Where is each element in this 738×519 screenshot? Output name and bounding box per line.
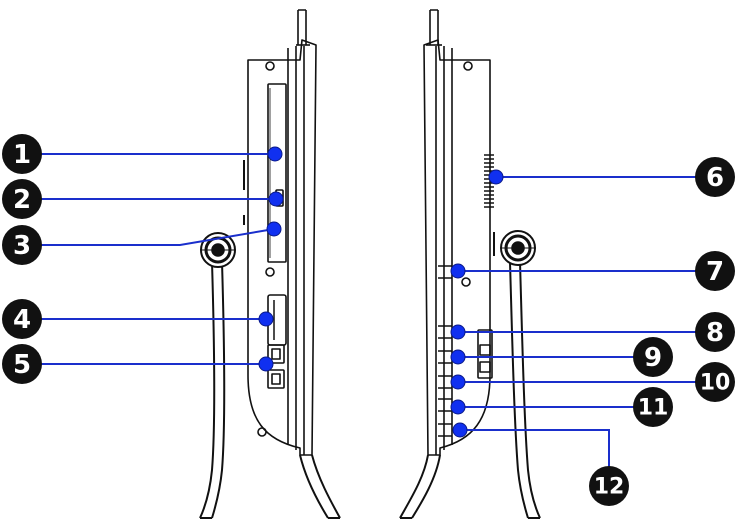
callout-number-label: 8 (706, 318, 724, 348)
callout-number-badge (695, 251, 735, 291)
callout-number-label: 10 (700, 371, 731, 396)
callout-10: 10 (450, 362, 735, 402)
callout-7: 7 (450, 251, 735, 291)
callout-12: 12 (452, 422, 629, 506)
left-front-stand (299, 454, 329, 519)
usb-port-bottom-shape (267, 369, 285, 389)
callout-marker-dot (488, 169, 504, 185)
callout-marker-dot (452, 422, 468, 438)
callout-number-label: 6 (706, 163, 724, 193)
callout-number-badge (695, 157, 735, 197)
right-front-stand (411, 454, 441, 519)
callout-number-badge (589, 466, 629, 506)
left-rear-stand (199, 261, 216, 519)
callout-number-label: 7 (706, 257, 724, 287)
right-side-view (399, 9, 541, 519)
callout-number-label: 4 (13, 305, 31, 335)
left-body-outline (247, 39, 317, 456)
left-side-view (199, 9, 341, 519)
callout-marker-dot (268, 191, 284, 207)
callout-number-badge (633, 387, 673, 427)
callout-number-badge (2, 134, 42, 174)
callout-4: 4 (2, 299, 274, 339)
callout-number-badge (2, 179, 42, 219)
callout-9: 9 (450, 337, 673, 377)
callout-leader-line (22, 228, 275, 246)
callout-3: 3 (2, 221, 282, 265)
callout-marker-dot (266, 221, 282, 237)
right-rear-stand (509, 261, 529, 519)
callout-marker-dot (450, 374, 466, 390)
callout-5: 5 (2, 344, 274, 384)
right-body-outline (423, 39, 491, 456)
callout-number-badge (633, 337, 673, 377)
callout-2: 2 (2, 179, 284, 219)
callout-8: 8 (450, 312, 735, 352)
callout-number-label: 11 (638, 396, 669, 421)
callout-number-label: 9 (644, 343, 662, 373)
callout-marker-dot (450, 349, 466, 365)
callout-1: 1 (2, 134, 283, 174)
callout-marker-dot (450, 399, 466, 415)
callout-6: 6 (488, 157, 735, 197)
callout-number-label: 2 (13, 185, 31, 215)
callout-number-badge (2, 344, 42, 384)
callout-number-label: 5 (13, 350, 31, 380)
left-screw-top (265, 61, 275, 71)
callout-number-badge (695, 312, 735, 352)
callout-number-badge (2, 225, 42, 265)
callout-marker-dot (258, 311, 274, 327)
callout-leader-line (460, 429, 610, 486)
optical-drive-tray (267, 83, 287, 263)
callout-number-label: 12 (594, 475, 625, 500)
callout-number-label: 1 (13, 140, 31, 170)
callout-marker-dot (258, 356, 274, 372)
callout-marker-dot (450, 263, 466, 279)
callout-number-label: 3 (13, 231, 31, 261)
callout-number-badge (2, 299, 42, 339)
callout-11: 11 (450, 387, 673, 427)
callout-marker-dot (450, 324, 466, 340)
callout-number-badge (695, 362, 735, 402)
callout-marker-dot (267, 146, 283, 162)
usb-port-top-shape (267, 344, 285, 364)
